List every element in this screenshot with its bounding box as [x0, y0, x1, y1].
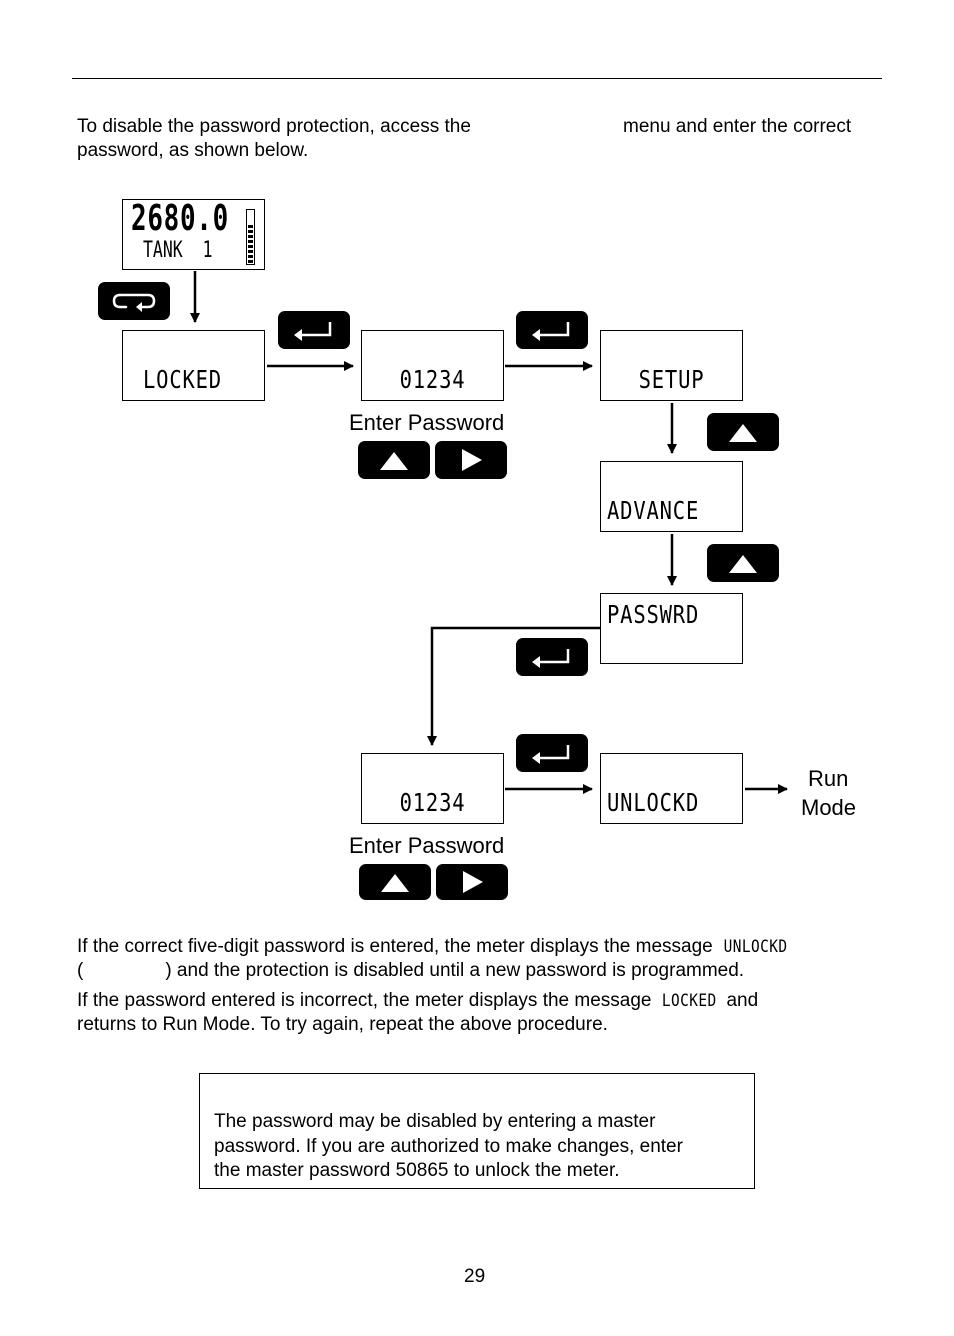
note-line3: the master password 50865 to unlock the … — [214, 1160, 620, 1181]
body-p2-msg: LOCKED — [661, 991, 717, 1011]
up-arrow-icon — [729, 424, 757, 442]
right-arrow-icon — [462, 449, 482, 471]
header-rule — [72, 78, 882, 79]
menu-button[interactable] — [98, 282, 170, 320]
display-password-1-text: 01234 — [399, 365, 466, 394]
display-password-2: 01234 — [361, 753, 504, 824]
enter-icon — [532, 649, 570, 668]
note-line2: password. If you are authorized to make … — [214, 1136, 683, 1157]
display-password-2-text: 01234 — [399, 788, 466, 817]
body-p1-a: If the correct five-digit password is en… — [77, 936, 713, 957]
body-paragraph-2-line1: If the password entered is incorrect, th… — [77, 989, 758, 1013]
enter-button-3[interactable] — [516, 638, 588, 676]
menu-loop-icon — [112, 293, 156, 312]
run-label: Run — [808, 766, 849, 791]
display-setup: SETUP — [600, 330, 743, 401]
body-p1-msg: UNLOCKD — [723, 937, 788, 957]
up-button-4[interactable] — [359, 864, 431, 900]
meter-tag: TANK 1 — [143, 238, 213, 263]
intro-line1-a: To disable the password protection, acce… — [77, 116, 471, 137]
right-arrow-icon — [463, 871, 483, 893]
intro-line2: password, as shown below. — [77, 140, 309, 161]
right-button-2[interactable] — [436, 864, 508, 900]
display-advance-text: ADVANCE — [607, 496, 700, 525]
bargraph-icon — [246, 209, 255, 265]
note-box: The password may be disabled by entering… — [199, 1073, 755, 1189]
up-arrow-icon — [729, 555, 757, 573]
enter-button-4[interactable] — [516, 734, 588, 772]
meter-value: 2680.0 — [131, 198, 229, 239]
body-p1-c: ) and the protection is disabled until a… — [165, 960, 745, 981]
enter-button-1[interactable] — [278, 311, 350, 349]
display-locked: LOCKED — [122, 330, 265, 401]
display-password-1: 01234 — [361, 330, 504, 401]
mode-label: Mode — [801, 795, 857, 820]
enter-icon — [294, 322, 332, 341]
up-arrow-icon — [380, 452, 408, 470]
display-unlockd: UNLOCKD — [600, 753, 743, 824]
up-button-2[interactable] — [707, 413, 779, 451]
up-arrow-icon — [381, 874, 409, 892]
body-paragraph-1-line2: ( ) and the protection is disabled until … — [77, 959, 744, 983]
enter-icon — [532, 745, 570, 764]
enter-button-2[interactable] — [516, 311, 588, 349]
display-passwrd: PASSWRD — [600, 593, 743, 664]
enter-icon — [532, 322, 570, 341]
display-locked-text: LOCKED — [143, 365, 222, 394]
note-line1: The password may be disabled by entering… — [214, 1111, 656, 1132]
display-unlockd-text: UNLOCKD — [607, 788, 700, 817]
body-paragraph-2-line2: returns to Run Mode. To try again, repea… — [77, 1014, 608, 1035]
body-p2-b: and — [726, 990, 759, 1011]
body-p2-a: If the password entered is incorrect, th… — [77, 990, 652, 1011]
enter-password-label-2: Enter Password — [349, 833, 505, 858]
enter-password-label-1: Enter Password — [349, 410, 505, 435]
display-passwrd-text: PASSWRD — [607, 600, 700, 629]
up-button-3[interactable] — [707, 544, 779, 582]
body-p1-b: ( — [77, 960, 84, 981]
display-advance: ADVANCE — [600, 461, 743, 532]
up-button-1[interactable] — [358, 441, 430, 479]
intro-line1-b: menu and enter the correct — [623, 116, 852, 137]
display-setup-text: SETUP — [638, 365, 705, 394]
meter-display: 2680.0 TANK 1 — [122, 198, 265, 270]
body-paragraph-1-line1: If the correct five-digit password is en… — [77, 935, 793, 959]
page-number: 29 — [464, 1266, 486, 1287]
right-button-1[interactable] — [435, 441, 507, 479]
